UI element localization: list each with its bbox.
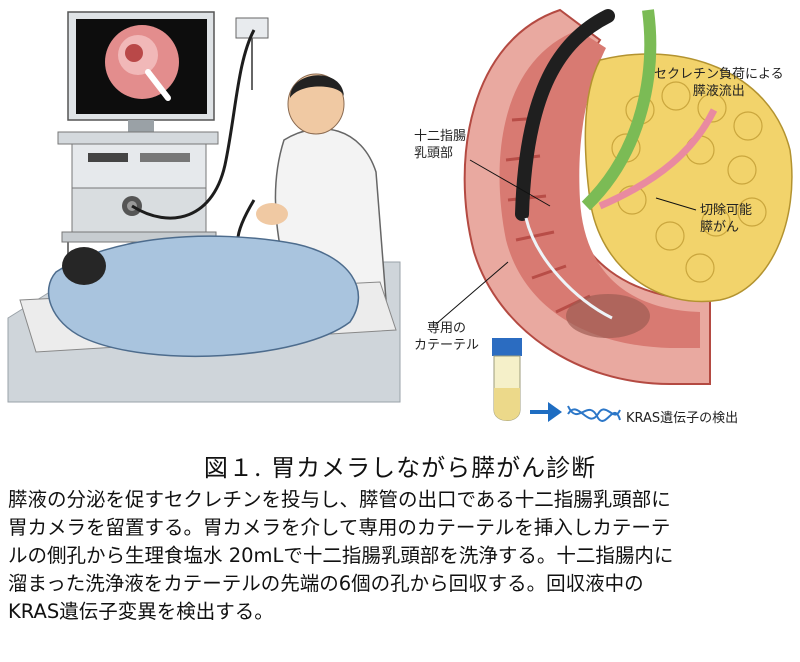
label-catheter-line1: 専用の	[427, 321, 467, 336]
monitor	[67, 11, 215, 132]
caption-title: 図１. 胃カメラしながら膵がん診断	[203, 454, 597, 482]
label-cancer-line2: 膵がん	[700, 220, 740, 235]
illustration-svg	[7, 8, 793, 422]
caption-line: 溜まった洗浄液をカテーテルの先端の6個の孔から回収する。回収液中の	[8, 572, 644, 595]
patient	[19, 235, 397, 358]
caption-line: 膵液の分泌を促すセクレチンを投与し、膵管の出口である十二指腸乳頭部に	[8, 488, 671, 511]
label-kras: KRAS遺伝子の検出	[626, 411, 739, 426]
caption-body: 膵液の分泌を促すセクレチンを投与し、膵管の出口である十二指腸乳頭部に 胃カメラを…	[8, 486, 792, 626]
label-secretin-line1: セクレチン負荷による	[654, 67, 784, 82]
caption-line: 胃カメラを留置する。胃カメラを介して専用のカテーテルを挿入しカテーテ	[8, 516, 671, 539]
label-catheter-line2: カテーテル	[414, 338, 480, 353]
endoscopy-scene	[7, 11, 401, 403]
label-catheter: 専用の カテーテル	[414, 320, 479, 354]
label-cancer-line1: 切除可能	[700, 203, 753, 218]
caption-line: ルの側孔から生理食塩水 20mLで十二指腸乳頭部を洗浄する。十二指腸内に	[8, 544, 674, 567]
anatomy-scene	[435, 8, 793, 422]
label-secretin: セクレチン負荷による 膵液流出	[654, 66, 784, 100]
label-secretin-line2: 膵液流出	[692, 84, 745, 99]
label-papilla-line1: 十二指腸	[414, 129, 467, 144]
equipment-cart	[57, 131, 219, 300]
label-papilla-line2: 乳頭部	[414, 146, 454, 161]
sample-tube	[492, 338, 522, 421]
illustration: 十二指腸 乳頭部 セクレチン負荷による 膵液流出 切除可能 膵がん 専用の カテ…	[7, 8, 793, 426]
caption-line: KRAS遺伝子変異を検出する。	[8, 600, 274, 623]
label-papilla: 十二指腸 乳頭部	[414, 128, 466, 162]
label-cancer: 切除可能 膵がん	[700, 202, 752, 236]
